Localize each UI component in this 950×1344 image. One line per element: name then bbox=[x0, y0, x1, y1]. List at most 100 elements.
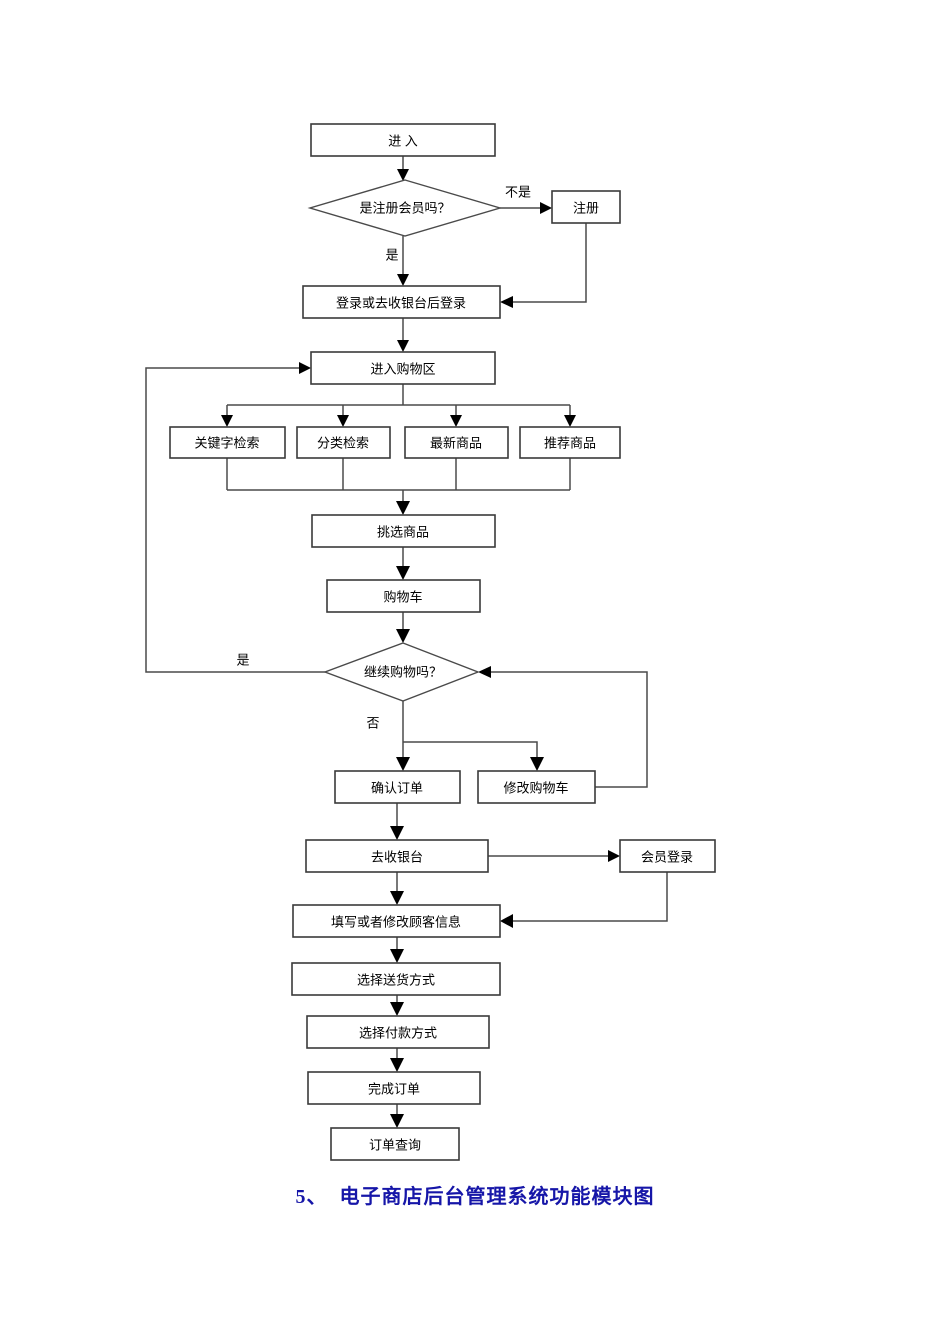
arrow-finish-order-to-query-order bbox=[390, 1114, 404, 1128]
arrow-merge-to-pick-goods bbox=[396, 501, 410, 515]
node-kw-search[interactable]: 关键字检索 bbox=[169, 426, 286, 459]
arrow-entry-to-is-member bbox=[397, 169, 409, 181]
node-rec-goods-label: 推荐商品 bbox=[544, 436, 596, 451]
arrow-modify-cart-to-continue-q bbox=[478, 666, 491, 678]
node-register[interactable]: 注册 bbox=[551, 190, 621, 224]
node-finish-order-shape bbox=[307, 1071, 481, 1105]
arrow-payment-to-finish-order bbox=[390, 1058, 404, 1072]
node-entry[interactable]: 进 入 bbox=[310, 123, 496, 157]
arrow-bus-to-cat-search bbox=[337, 415, 349, 427]
node-query-order-shape bbox=[330, 1127, 460, 1161]
node-member-login[interactable]: 会员登录 bbox=[619, 839, 716, 873]
arrow-continue-q-to-confirm bbox=[396, 757, 410, 771]
arrow-bus-to-rec-goods bbox=[564, 415, 576, 427]
node-customer-info-shape bbox=[292, 904, 501, 938]
node-member-login-shape bbox=[619, 839, 716, 873]
node-is-member-shape bbox=[307, 179, 503, 237]
node-shop-area-shape bbox=[310, 351, 496, 385]
node-pick-goods-label: 挑选商品 bbox=[377, 525, 429, 540]
node-login-label: 登录或去收银台后登录 bbox=[336, 296, 466, 311]
node-continue-q-shape bbox=[322, 642, 480, 702]
node-cart[interactable]: 购物车 bbox=[326, 579, 481, 613]
node-query-order-label: 订单查询 bbox=[369, 1138, 421, 1153]
node-entry-shape bbox=[310, 123, 496, 157]
arrow-bus-to-new-goods bbox=[450, 415, 462, 427]
node-login[interactable]: 登录或去收银台后登录 bbox=[302, 285, 501, 319]
figure-caption: 5、 电子商店后台管理系统功能模块图 bbox=[295, 1186, 655, 1208]
node-modify-cart-label: 修改购物车 bbox=[503, 781, 568, 796]
arrow-cashier-to-customer-info bbox=[390, 891, 404, 905]
edge-label-no-continue: 否 bbox=[366, 716, 379, 731]
node-entry-label: 进 入 bbox=[388, 134, 418, 149]
arrow-confirm-to-cashier bbox=[390, 826, 404, 840]
arrow-is-member-to-register bbox=[540, 202, 552, 214]
arrow-is-member-to-login bbox=[397, 274, 409, 286]
node-query-order[interactable]: 订单查询 bbox=[330, 1127, 460, 1161]
arrow-continue-q-to-modify-cart bbox=[530, 757, 544, 771]
node-customer-info-label: 填写或者修改顾客信息 bbox=[331, 915, 461, 930]
node-is-member[interactable]: 是注册会员吗？ bbox=[307, 179, 503, 237]
node-customer-info[interactable]: 填写或者修改顾客信息 bbox=[292, 904, 501, 938]
arrow-member-login-to-customer-info bbox=[500, 914, 513, 928]
node-cat-search[interactable]: 分类检索 bbox=[296, 426, 391, 459]
node-finish-order-label: 完成订单 bbox=[368, 1082, 420, 1097]
node-confirm-label: 确认订单 bbox=[371, 781, 423, 796]
node-member-login-label: 会员登录 bbox=[641, 850, 693, 865]
node-shop-area[interactable]: 进入购物区 bbox=[310, 351, 496, 385]
node-new-goods[interactable]: 最新商品 bbox=[404, 426, 509, 459]
node-delivery-shape bbox=[291, 962, 501, 996]
node-cart-label: 购物车 bbox=[383, 590, 422, 605]
node-register-shape bbox=[551, 190, 621, 224]
node-pick-goods-shape bbox=[311, 514, 496, 548]
node-continue-q-label: 继续购物吗？ bbox=[364, 665, 442, 680]
edge-modify-cart-to-continue-q bbox=[486, 671, 648, 788]
arrow-continue-q-to-shop-area bbox=[299, 362, 311, 374]
arrow-delivery-to-payment bbox=[390, 1002, 404, 1016]
edge-label-yes-member: 是 bbox=[385, 248, 398, 263]
node-payment-shape bbox=[306, 1015, 490, 1049]
edge-continue-q-to-shop-area bbox=[145, 367, 325, 673]
node-cart-shape bbox=[326, 579, 481, 613]
node-cashier-shape bbox=[305, 839, 489, 873]
node-login-shape bbox=[302, 285, 501, 319]
node-rec-goods-shape bbox=[519, 426, 621, 459]
node-rec-goods[interactable]: 推荐商品 bbox=[519, 426, 621, 459]
arrow-customer-info-to-delivery bbox=[390, 949, 404, 963]
arrow-cashier-to-member-login bbox=[608, 850, 620, 862]
node-payment[interactable]: 选择付款方式 bbox=[306, 1015, 490, 1049]
edge-label-yes-continue: 是 bbox=[236, 653, 249, 668]
node-confirm[interactable]: 确认订单 bbox=[334, 770, 461, 804]
node-new-goods-label: 最新商品 bbox=[430, 436, 482, 451]
node-continue-q[interactable]: 继续购物吗？ bbox=[322, 642, 480, 702]
node-modify-cart[interactable]: 修改购物车 bbox=[477, 770, 596, 804]
node-new-goods-shape bbox=[404, 426, 509, 459]
node-kw-search-shape bbox=[169, 426, 286, 459]
node-delivery[interactable]: 选择送货方式 bbox=[291, 962, 501, 996]
node-cashier-label: 去收银台 bbox=[371, 850, 423, 865]
edge-continue-q-to-modify-cart bbox=[403, 741, 538, 763]
connector-layer bbox=[145, 156, 668, 1128]
node-confirm-shape bbox=[334, 770, 461, 804]
arrow-pick-goods-to-cart bbox=[396, 566, 410, 580]
node-cat-search-shape bbox=[296, 426, 391, 459]
node-modify-cart-shape bbox=[477, 770, 596, 804]
node-cat-search-label: 分类检索 bbox=[317, 436, 369, 451]
node-is-member-label: 是注册会员吗？ bbox=[359, 201, 450, 216]
node-delivery-label: 选择送货方式 bbox=[357, 973, 435, 988]
arrow-bus-to-kw-search bbox=[221, 415, 233, 427]
node-kw-search-label: 关键字检索 bbox=[194, 436, 259, 451]
edge-member-login-to-customer-info bbox=[510, 872, 668, 922]
edge-label-layer: 不是 是 是 否 bbox=[236, 185, 531, 731]
node-finish-order[interactable]: 完成订单 bbox=[307, 1071, 481, 1105]
node-payment-label: 选择付款方式 bbox=[359, 1026, 437, 1041]
node-register-label: 注册 bbox=[573, 201, 599, 216]
node-cashier[interactable]: 去收银台 bbox=[305, 839, 489, 873]
edge-label-not-member: 不是 bbox=[505, 185, 531, 200]
node-pick-goods[interactable]: 挑选商品 bbox=[311, 514, 496, 548]
node-shop-area-label: 进入购物区 bbox=[370, 362, 435, 377]
edge-register-to-login bbox=[510, 223, 587, 303]
arrow-login-to-shop-area bbox=[397, 340, 409, 352]
arrow-register-to-login bbox=[500, 296, 513, 308]
